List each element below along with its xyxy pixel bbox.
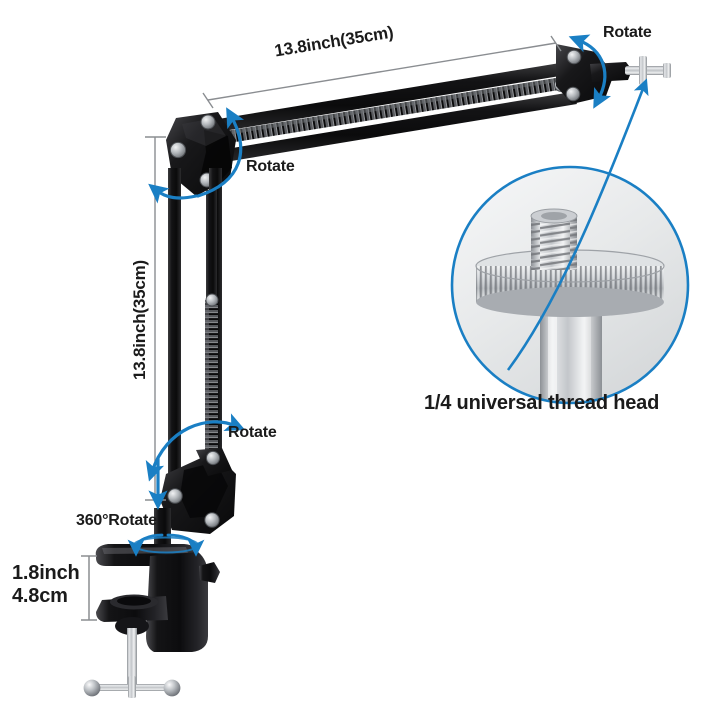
rotate-arrow-upper-b <box>148 183 198 204</box>
clamp-screw-shaft <box>127 628 137 690</box>
rotate-label-top-right: Rotate <box>603 24 652 41</box>
top-right-head-bracket <box>556 44 671 104</box>
inset-thread-bore <box>541 212 567 220</box>
rotate-360-ellipse <box>133 536 199 554</box>
elbow-highlight <box>182 118 226 146</box>
lower-spring-pin <box>205 293 219 307</box>
dim-top-cap-right <box>550 35 562 52</box>
elbow-screw-left <box>169 141 187 159</box>
head-bracket-screw-bottom <box>565 86 581 102</box>
clamp-dim-inch: 1.8inch <box>12 562 80 584</box>
thread-head-inset <box>450 78 690 405</box>
lower-bracket-screw-top <box>205 450 221 466</box>
upper-arm-assembly <box>200 63 577 164</box>
rotate-arrow-upper-a <box>196 107 245 198</box>
inset-circle-outline <box>450 165 690 405</box>
rotate-arrows <box>127 34 612 557</box>
base-post <box>154 508 171 550</box>
inset-shaft-highlight2 <box>584 298 591 403</box>
dimension-label-lower-arm: 13.8inch(35cm) <box>130 259 149 381</box>
lower-bracket-screw-bottom <box>204 512 220 528</box>
head-bracket-screw-top <box>566 49 582 65</box>
inset-content <box>475 208 665 403</box>
dim-top-line <box>207 42 557 101</box>
clamp-side-knob <box>199 562 220 583</box>
clamp-screw-boss <box>115 617 149 635</box>
clamp-handle-ball-left <box>83 679 101 697</box>
clamp-handle-hub <box>128 676 136 698</box>
lower-elbow-joint <box>154 448 236 550</box>
clamp-jaw-pad-inner <box>117 596 151 606</box>
inset-collar-bottom <box>476 287 664 317</box>
clamp-dim-cm: 4.8cm <box>12 585 68 607</box>
rotate-label-upper-joint: Rotate <box>246 158 295 175</box>
upper-arm-spring-highlight <box>226 78 557 135</box>
thread-head-collar <box>639 56 647 85</box>
clamp-body <box>146 552 208 652</box>
inset-callout-line <box>506 78 649 371</box>
upper-arm-bottom-bar <box>208 92 577 164</box>
inset-shaft-highlight <box>548 298 557 403</box>
lower-arm-spring-highlight <box>205 300 209 482</box>
upper-arm-top-bar <box>200 63 566 134</box>
rotate-arrow-topright <box>568 34 612 109</box>
elbow-screw-top <box>200 114 216 130</box>
clamp-handle-ball-right <box>163 679 181 697</box>
rotate-label-lower-joint: Rotate <box>228 424 277 441</box>
inset-caption: 1/4 universal thread head <box>424 392 660 414</box>
lower-arm-left-bar <box>168 168 181 480</box>
lower-arm-inner-rod <box>206 190 217 302</box>
desk-clamp <box>83 544 220 698</box>
rotate-label-base-360: 360°Rotate <box>76 512 157 529</box>
dim-top-cap-left <box>202 92 214 109</box>
thread-head-tip <box>663 63 671 78</box>
lower-bracket-screw-left <box>167 488 183 504</box>
